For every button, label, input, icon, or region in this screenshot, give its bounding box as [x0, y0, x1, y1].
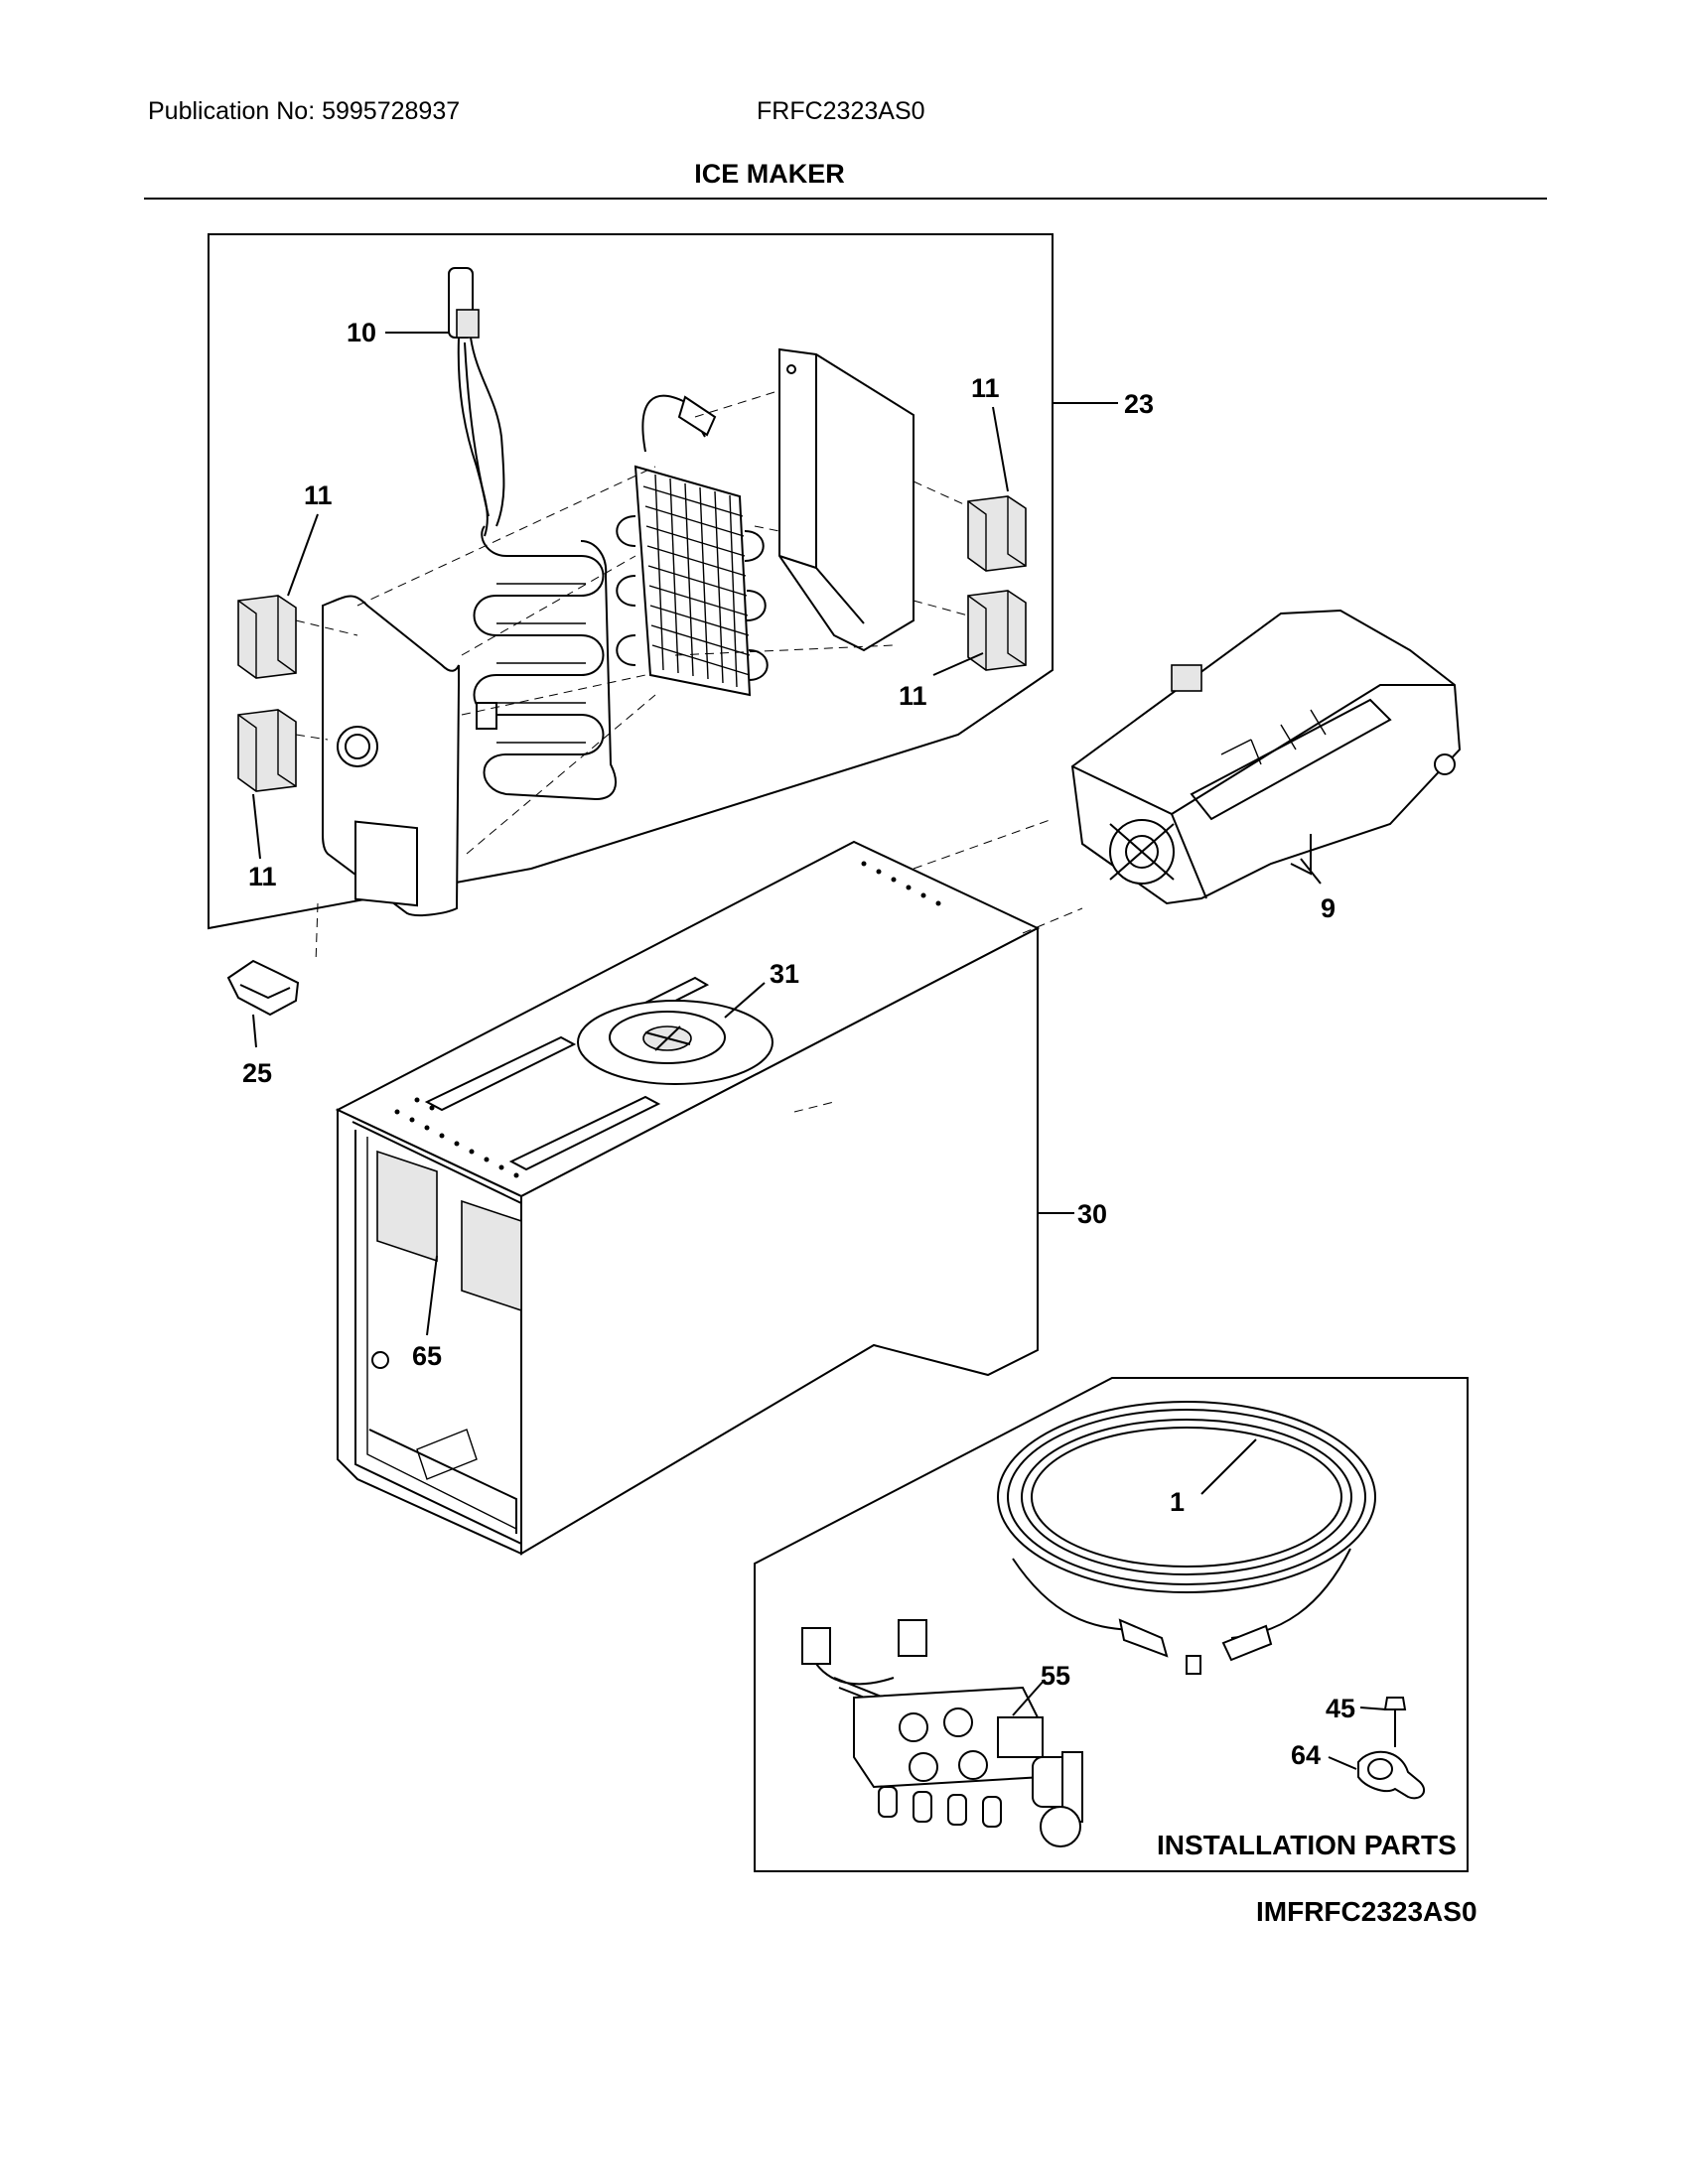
callout-64: 64	[1291, 1740, 1321, 1770]
callout-11-right-bottom: 11	[899, 681, 927, 711]
housing-clip	[226, 959, 300, 1017]
finned-heat-exchanger	[616, 394, 769, 697]
ice-maker-assembly	[1070, 609, 1462, 905]
section-title: ICE MAKER	[694, 159, 845, 189]
installation-parts-box	[754, 1377, 1469, 1872]
callout-55: 55	[1041, 1661, 1070, 1691]
ice-bucket-housing	[335, 840, 1041, 1556]
insulation-clip-right-bottom	[967, 590, 1027, 671]
callout-65: 65	[412, 1341, 442, 1371]
evaporator-back-cover	[778, 347, 914, 652]
callout-45: 45	[1326, 1694, 1355, 1723]
auger-grille	[577, 1000, 774, 1085]
evaporator-kit-box	[208, 233, 1054, 930]
evaporator-coil	[473, 525, 617, 801]
assembly-lines-middle	[674, 644, 1083, 1113]
callout-25: 25	[242, 1058, 272, 1088]
callout-11-left-bottom: 11	[248, 862, 277, 891]
diagram-code: IMFRFC2323AS0	[1256, 1896, 1477, 1927]
callout-31: 31	[770, 959, 799, 989]
insulation-clip-left-top	[237, 595, 297, 679]
water-line-coil	[997, 1401, 1376, 1675]
assembly-lines-upper	[295, 391, 969, 855]
callout-30: 30	[1077, 1199, 1107, 1229]
callout-11-left-top: 11	[304, 480, 333, 510]
callout-11-right-top: 11	[971, 373, 1000, 403]
insulation-clip-left-bottom	[237, 709, 297, 792]
thermistor-tubing	[448, 267, 505, 537]
installation-parts-label: INSTALLATION PARTS	[1157, 1830, 1457, 1860]
callout-23: 23	[1124, 389, 1154, 419]
header-rule	[144, 198, 1547, 200]
publication-number: Publication No: 5995728937	[148, 97, 461, 125]
tubing-clamp	[1357, 1750, 1426, 1800]
callout-10: 10	[347, 318, 376, 347]
model-number: FRFC2323AS0	[757, 97, 925, 125]
evaporator-front-cover	[322, 595, 460, 917]
water-valve-assembly	[801, 1619, 1083, 1847]
callout-1: 1	[1170, 1487, 1185, 1517]
insulation-clip-right-top	[967, 495, 1027, 572]
mounting-screw	[1383, 1697, 1407, 1747]
callout-9: 9	[1321, 893, 1336, 923]
